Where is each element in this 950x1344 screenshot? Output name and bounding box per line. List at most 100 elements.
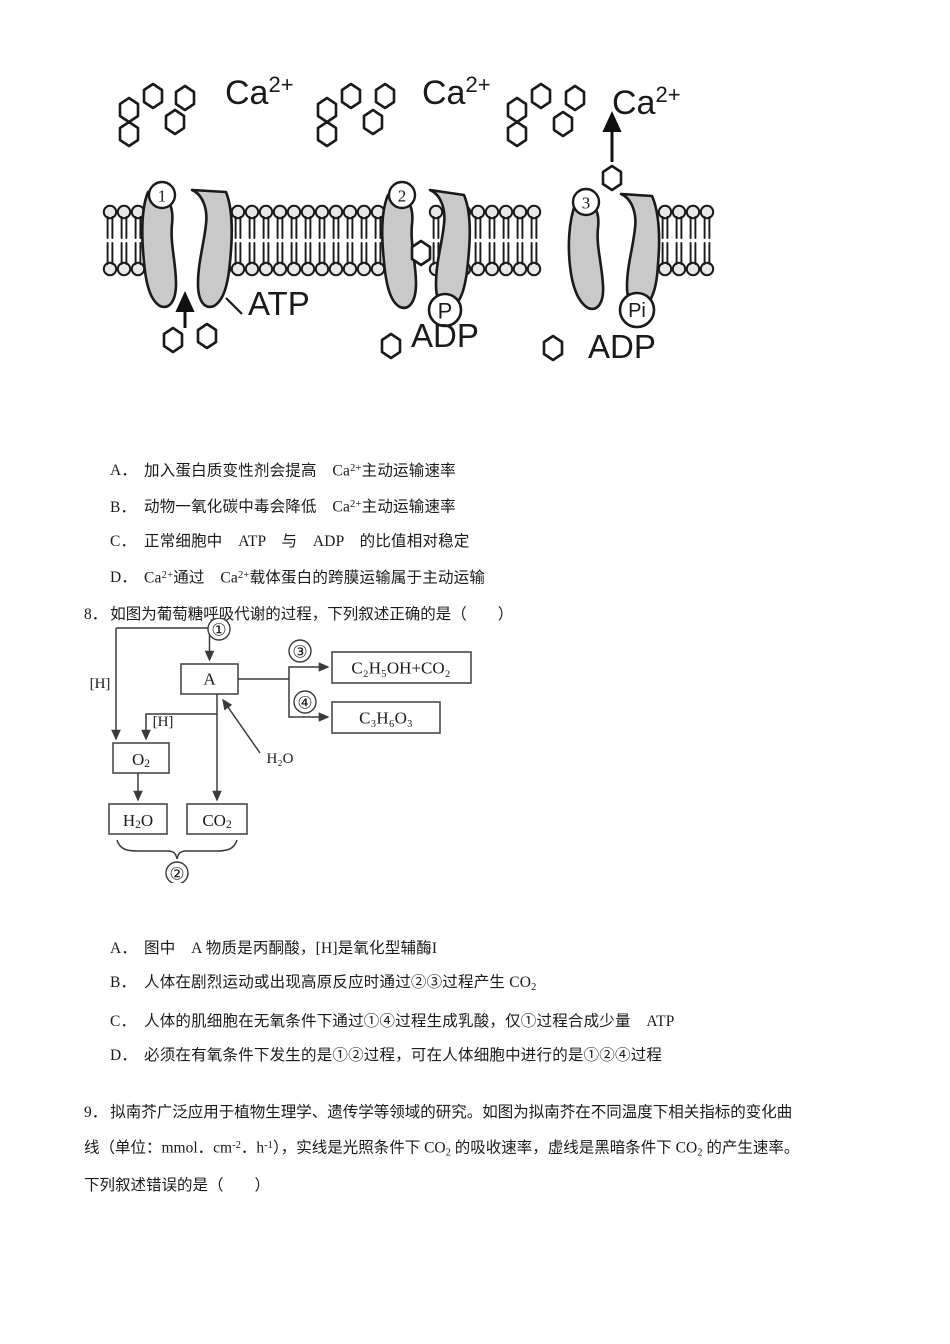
figure-glucose-respiration-flow: A O2 H2O CO2 C₂H₅OH+CO₂ C₃H₆O₃ [84, 618, 504, 883]
q8-option-b-text-before: 人体在剧烈运动或出现高原反应时通过②③过程产生 [144, 974, 510, 991]
question7-option-c: C． 正常细胞中 ATP 与 ADP 的比值相对稳定 [110, 525, 890, 559]
arrow-glucose-to-a [116, 627, 215, 662]
q8-option-b-formula: CO [509, 974, 532, 991]
option-a-text-before: 加入蛋白质变性剂会提高 [144, 462, 333, 480]
box-lactate-product [331, 701, 441, 734]
calcium-ion-hexagons-top [118, 82, 586, 148]
box-h2o [108, 803, 168, 835]
label-water-input: H₂O [267, 751, 294, 767]
step-number-2: ② [165, 861, 189, 884]
q8-option-a-text: 图中 A 物质是丙酮酸，[H]是氧化型辅酶I [144, 940, 438, 957]
svg-text:③: ③ [292, 643, 307, 662]
option-c-text: 正常细胞中 ATP 与 ADP 的比值相对稳定 [144, 532, 470, 550]
q8-option-d-text: 必须在有氧条件下发生的是①②过程，可在人体细胞中进行的是①②④过程 [144, 1046, 663, 1064]
step-number-4: ④ [293, 690, 317, 714]
ca-label-2: Ca2+ [422, 72, 491, 112]
brace-step-2 [116, 839, 238, 860]
question9-co2-a: CO [424, 1139, 446, 1157]
arrow-a-to-lactate [288, 679, 330, 722]
box-lactate-label: C₃H₆O₃ [359, 709, 413, 728]
carrier-3-number: 3 [582, 194, 591, 213]
question9-co2-b: CO [675, 1139, 698, 1157]
question9-line-1: 9．拟南芥广泛应用于植物生理学、遗传学等领域的研究。如图为拟南芥在不同温度下相关… [84, 1096, 884, 1129]
question7-options: A．加入蛋白质变性剂会提高 Ca2+主动运输速率 B．动物一氧化碳中毒会降低 C… [110, 452, 890, 595]
ca-label-3: Ca2+ [612, 82, 681, 122]
calcium-ion-hexagons-bottom [162, 322, 564, 362]
arrow-water-into-a [222, 698, 261, 754]
question9-line-2: 线（单位：mmol．cm-2．h-1），实线是光照条件下 CO2 的吸收速率，虚… [84, 1129, 884, 1169]
option-a-label: A． [110, 462, 138, 480]
box-a-label: A [203, 670, 216, 689]
question9-line2-e: 的产生速率。 [702, 1139, 800, 1157]
question9-line-3: 下列叙述错误的是（ ） [84, 1169, 884, 1202]
box-o2-label: O2 [132, 750, 150, 771]
question9-unit-sup-2: -1 [264, 1140, 273, 1151]
question9-line2-d: 的吸收速率，虚线是黑暗条件下 [450, 1139, 676, 1157]
option-d-ion-2: Ca [220, 569, 238, 587]
option-a-ion: Ca [332, 462, 351, 480]
question9-unit-sup-1: -2 [232, 1140, 241, 1151]
option-d-charge-1: 2+ [161, 569, 174, 581]
box-ethanol-product [331, 651, 472, 684]
phosphate-badge-label: P [438, 299, 453, 324]
question8-stem-text: 如图为葡萄糖呼吸代谢的过程，下列叙述正确的是（ ） [110, 606, 514, 623]
pi-badge-label: Pi [628, 300, 646, 322]
question8-option-b: B． 人体在剧烈运动或出现高原反应时通过②③过程产生 CO2 [110, 966, 890, 1005]
label-h-bracket-mid: [H] [153, 714, 174, 730]
option-d-ion-1: Ca [144, 569, 162, 587]
step-number-1: ① [207, 618, 231, 641]
question9-co2-b-sub: 2 [697, 1147, 703, 1159]
box-co2-label: CO2 [202, 811, 232, 832]
svg-text:①: ① [211, 621, 226, 640]
question8-option-d: D． 必须在有氧条件下发生的是①②过程，可在人体细胞中进行的是①②④过程 [110, 1039, 890, 1073]
box-co2 [186, 803, 248, 835]
option-d-charge-2: 2+ [237, 569, 250, 581]
carrier-protein-3: 3 Pi [567, 111, 661, 329]
q8-option-a-label: A． [110, 940, 138, 957]
adp-label-right: ADP [588, 328, 656, 362]
svg-text:②: ② [169, 865, 184, 884]
q8-option-c-label: C． [110, 1012, 137, 1030]
option-d-label: D． [110, 569, 138, 587]
ca-label-1: Ca2+ [225, 72, 294, 112]
option-b-text-before: 动物一氧化碳中毒会降低 [144, 498, 333, 516]
option-b-ion: Ca [332, 498, 351, 516]
label-h-bracket-left: [H] [90, 676, 111, 692]
question7-option-d: D．Ca2+通过 Ca2+载体蛋白的跨膜运输属于主动运输 [110, 559, 890, 595]
option-b-text-after: 主动运输速率 [361, 498, 456, 516]
question8-options: A． 图中 A 物质是丙酮酸，[H]是氧化型辅酶I B． 人体在剧烈运动或出现高原反… [110, 932, 890, 1073]
q8-option-b-label: B． [110, 974, 137, 991]
question9-stem: 9．拟南芥广泛应用于植物生理学、遗传学等领域的研究。如图为拟南芥在不同温度下相关… [84, 1096, 884, 1202]
arrow-a-to-ethanol [288, 662, 330, 679]
box-substance-a [180, 663, 239, 695]
step-number-3: ③ [288, 639, 312, 663]
carrier-protein-1: 1 [140, 180, 243, 328]
option-c-label: C． [110, 532, 137, 550]
question9-line3-text: 下列叙述错误的是（ ） [84, 1177, 271, 1195]
question7-option-a: A． 加入蛋白质变性剂会提高 Ca2+主动运输速率 [110, 452, 890, 488]
question9-co2-a-sub: 2 [445, 1147, 451, 1159]
q8-option-b-formula-sub: 2 [531, 981, 537, 993]
question8-stem: 8．如图为葡萄糖呼吸代谢的过程，下列叙述正确的是（ ） [84, 598, 884, 631]
box-o2 [112, 742, 170, 774]
box-h2o-label: H2O [123, 811, 153, 832]
question8-option-c: C． 人体的肌细胞在无氧条件下通过①④过程生成乳酸，仅①过程合成少量 ATP [110, 1005, 890, 1039]
q8-option-c-text: 人体的肌细胞在无氧条件下通过①④过程生成乳酸，仅①过程合成少量 ATP [144, 1012, 675, 1030]
option-a-charge: 2+ [350, 463, 362, 474]
question9-line1-text: 拟南芥广泛应用于植物生理学、遗传学等领域的研究。如图为拟南芥在不同温度下相关指标… [110, 1104, 793, 1121]
figure-calcium-pump: 1 2 P 3 [100, 62, 720, 362]
option-a-text-after: 主动运输速率 [361, 462, 456, 480]
q8-option-d-label: D． [110, 1046, 138, 1064]
adp-label-middle: ADP [411, 317, 479, 354]
question9-line2-b: ．h [240, 1139, 265, 1157]
carrier-2-number: 2 [398, 187, 407, 206]
carrier-1-number: 1 [158, 187, 167, 206]
question8-option-a: A． 图中 A 物质是丙酮酸，[H]是氧化型辅酶I [110, 932, 890, 966]
question8-number: 8． [84, 606, 108, 623]
carrier-protein-2: 2 P [380, 180, 472, 328]
arrow-h-to-o2-mid [141, 713, 217, 741]
ion-labels-top: Ca2+ Ca2+ Ca2+ [225, 72, 681, 122]
question9-number: 9． [84, 1104, 108, 1121]
atp-label: ATP [248, 285, 310, 322]
